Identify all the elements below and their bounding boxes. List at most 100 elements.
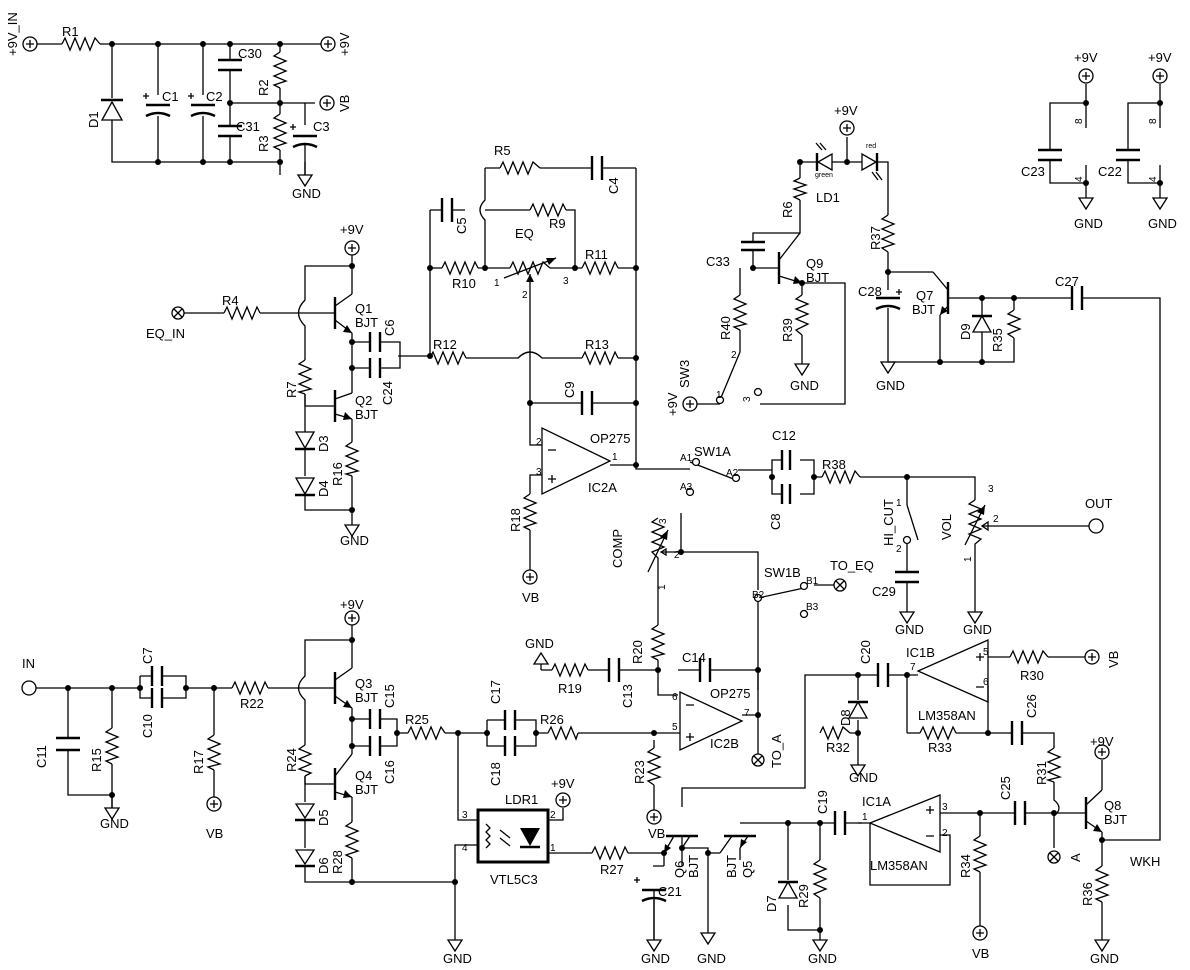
resistor-r6 bbox=[791, 177, 809, 201]
label-q7: Q7 bbox=[916, 288, 933, 303]
label-a1: A1 bbox=[680, 453, 693, 464]
label-r30: R30 bbox=[1020, 668, 1044, 683]
opamp-ic1b bbox=[916, 639, 989, 703]
label-r20: R20 bbox=[630, 640, 645, 664]
label-c20: C20 bbox=[858, 640, 873, 664]
net-v9-sw3: +9V bbox=[665, 392, 680, 416]
pin-ic1b-6: 6 bbox=[983, 677, 989, 688]
terminal-to-a bbox=[751, 753, 765, 767]
transistor-q3 bbox=[333, 667, 353, 709]
label-r11: R11 bbox=[585, 247, 608, 262]
cap-c4 bbox=[590, 156, 604, 180]
resistor-r28 bbox=[344, 821, 360, 859]
pin-c22-4: 4 bbox=[1148, 176, 1159, 182]
net-vb-r23: VB bbox=[648, 826, 665, 841]
net-v9-q8: +9V bbox=[1090, 734, 1114, 749]
label-bjt-q5: BJT bbox=[724, 855, 739, 878]
label-r10: R10 bbox=[452, 276, 476, 291]
label-d9: D9 bbox=[958, 323, 973, 340]
label-bjt-q9: BJT bbox=[806, 270, 829, 285]
pin-sw3-2: 2 bbox=[731, 350, 737, 361]
label-hi-cut: HI_CUT bbox=[881, 499, 896, 546]
label-c7: C7 bbox=[140, 647, 155, 664]
cap-c18 bbox=[503, 736, 517, 756]
label-r36: R36 bbox=[1080, 882, 1095, 906]
label-r39: R39 bbox=[780, 318, 795, 342]
resistor-r34 bbox=[972, 835, 988, 873]
resistor-r23 bbox=[646, 747, 662, 786]
label-c9: C9 bbox=[562, 381, 577, 398]
transistor-q8 bbox=[1082, 789, 1103, 833]
resistor-r27 bbox=[591, 845, 629, 861]
net-gnd-vol: GND bbox=[963, 622, 992, 637]
label-b1: B1 bbox=[806, 576, 819, 587]
switch-sw1b bbox=[757, 587, 805, 599]
pin-vol-2: 2 bbox=[993, 514, 999, 525]
terminal-a bbox=[1047, 850, 1061, 864]
label-c18: C18 bbox=[488, 762, 503, 786]
label-green: green bbox=[815, 172, 833, 179]
transistors bbox=[333, 232, 1103, 854]
cap-c25 bbox=[1013, 801, 1027, 825]
net-gnd-c22: GND bbox=[1148, 216, 1177, 231]
pin-vol-3: 3 bbox=[988, 484, 994, 495]
label-r16: R16 bbox=[330, 462, 345, 486]
resistor-r31 bbox=[1045, 747, 1063, 783]
led-red bbox=[861, 152, 883, 181]
label-c19: C19 bbox=[815, 790, 830, 814]
net-vb-r30: VB bbox=[1106, 651, 1121, 668]
label-q2: Q2 bbox=[355, 393, 372, 408]
terminal-to-eq bbox=[833, 578, 847, 592]
diode-d4 bbox=[294, 477, 316, 497]
net-to-a: TO_A bbox=[769, 734, 784, 768]
net-vb-r34: VB bbox=[972, 946, 989, 961]
label-bjt-q4: BJT bbox=[355, 782, 378, 797]
terminal-v9-led bbox=[839, 120, 855, 136]
label-c29: C29 bbox=[872, 584, 896, 599]
pin-eq-1: 1 bbox=[494, 278, 500, 289]
ecap-c1 bbox=[143, 93, 171, 118]
cap-c13 bbox=[607, 658, 621, 682]
label-d3: D3 bbox=[316, 435, 331, 452]
label-c12: C12 bbox=[772, 428, 796, 443]
label-bjt-q2: BJT bbox=[355, 407, 378, 422]
resistor-r22 bbox=[231, 680, 269, 696]
net-gnd-q5: GND bbox=[697, 951, 726, 966]
transistor-q5 bbox=[719, 834, 756, 854]
terminal-v9-c23 bbox=[1078, 68, 1094, 84]
net-gnd-ps: GND bbox=[292, 186, 321, 201]
net-v9-q3: +9V bbox=[340, 597, 364, 612]
resistor-r36 bbox=[1094, 865, 1110, 903]
cap-c11 bbox=[56, 736, 80, 752]
label-r32: R32 bbox=[826, 740, 850, 755]
net-v9-led: +9V bbox=[834, 103, 858, 118]
label-r40: R40 bbox=[718, 316, 733, 340]
led-green bbox=[815, 142, 833, 172]
net-gnd-r29: GND bbox=[808, 951, 837, 966]
resistor-r25 bbox=[407, 725, 446, 741]
pin-ic2b-7: 7 bbox=[744, 708, 750, 719]
pin-comp-1: 1 bbox=[657, 584, 668, 590]
label-c6: C6 bbox=[382, 319, 397, 336]
net-v9-ldr: +9V bbox=[551, 776, 575, 791]
pin-ic1a-2: 2 bbox=[942, 828, 948, 839]
pin-ic1b-5: 5 bbox=[983, 647, 989, 658]
net-gnd-c23: GND bbox=[1074, 216, 1103, 231]
label-c11: C11 bbox=[34, 745, 49, 768]
terminal-v9-c22 bbox=[1152, 68, 1168, 84]
label-c4: C4 bbox=[606, 177, 621, 194]
label-r37: R37 bbox=[868, 226, 883, 250]
label-ic1a: IC1A bbox=[862, 794, 891, 809]
transistor-q4 bbox=[333, 753, 353, 800]
label-r9: R9 bbox=[549, 216, 566, 231]
cap-c16 bbox=[368, 736, 382, 756]
label-c21: C21 bbox=[658, 884, 682, 899]
ecap-c28 bbox=[875, 289, 902, 311]
label-c17: C17 bbox=[488, 680, 503, 704]
terminal-v9-q1 bbox=[344, 240, 360, 256]
pin-ic2b-5: 5 bbox=[672, 722, 678, 733]
resistor-r13 bbox=[581, 350, 619, 366]
switch-hi-cut bbox=[906, 504, 919, 541]
net-vb-r18: VB bbox=[522, 590, 539, 605]
